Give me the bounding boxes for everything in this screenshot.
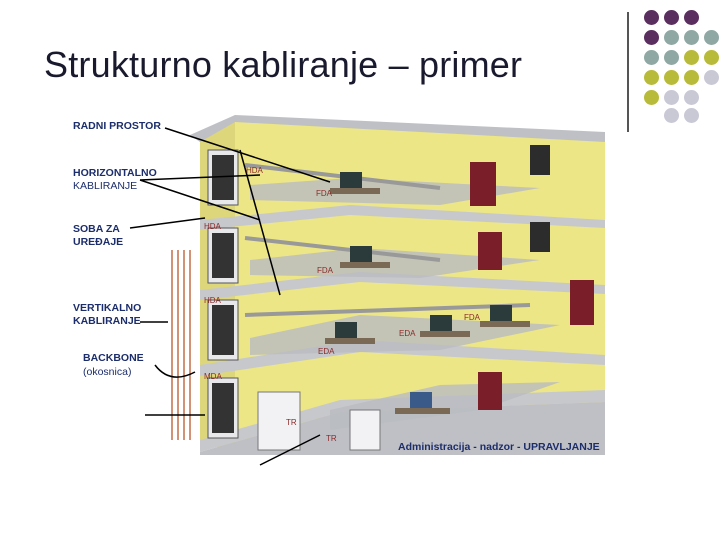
floor-slab-2 — [200, 272, 605, 300]
dot — [664, 90, 679, 105]
pointer-arrow — [239, 149, 281, 296]
dot — [684, 50, 699, 65]
door — [470, 162, 496, 206]
dot — [664, 30, 679, 45]
tag-hda: HDA — [246, 166, 263, 175]
dot — [644, 90, 659, 105]
decorative-dot-grid — [638, 8, 719, 123]
tag-eda: EDA — [318, 347, 335, 356]
window — [530, 222, 550, 252]
tag-fda: FDA — [317, 266, 333, 275]
dot — [664, 108, 679, 123]
tag-hda: HDA — [204, 296, 221, 305]
building-back-wall — [235, 120, 605, 455]
rack-cabinet — [212, 155, 234, 200]
dot — [684, 30, 699, 45]
floor-slab-3 — [200, 205, 605, 230]
cable-tray — [244, 303, 531, 317]
dot — [664, 70, 679, 85]
dot — [704, 50, 719, 65]
pointer-arrow — [129, 217, 206, 229]
pointer-arrow — [154, 364, 196, 378]
dot — [684, 108, 699, 123]
label-kabliranje-vertical: KABLIRANJE — [73, 315, 141, 327]
label-backbone: BACKBONE — [83, 352, 144, 364]
dot — [684, 10, 699, 25]
tag-eda: EDA — [399, 329, 416, 338]
dot — [644, 70, 659, 85]
building-roof — [190, 115, 605, 142]
dot — [644, 50, 659, 65]
telecom-room-cabinet — [257, 391, 301, 451]
workstation — [330, 172, 380, 194]
dot — [644, 10, 659, 25]
dot — [664, 50, 679, 65]
label-uredaje: UREĐAJE — [73, 236, 124, 248]
tag-fda: FDA — [316, 189, 332, 198]
pointer-arrow — [139, 179, 261, 221]
ground-floor — [200, 402, 605, 455]
label-radni-prostor: RADNI PROSTOR — [73, 120, 161, 132]
door — [478, 232, 502, 270]
workstation — [480, 305, 530, 327]
workstation — [395, 392, 450, 414]
tag-tr: TR — [326, 434, 337, 443]
floor-surface-3 — [250, 178, 540, 205]
pointer-arrow — [259, 434, 321, 466]
label-kabliranje-horizontal: KABLIRANJE — [73, 180, 138, 192]
workstation — [340, 246, 390, 268]
dot — [704, 30, 719, 45]
dot — [704, 70, 719, 85]
tag-fda: FDA — [464, 313, 480, 322]
dot — [684, 70, 699, 85]
label-okosnica: (okosnica) — [83, 366, 132, 378]
floor-surface-2 — [250, 248, 540, 278]
telecom-room-cabinet — [349, 409, 381, 451]
rack-cabinet — [212, 233, 234, 278]
slide-title: Strukturno kabliranje – primer — [44, 44, 523, 85]
label-soba-za: SOBA ZA — [73, 223, 120, 235]
floor-slab-1 — [200, 340, 605, 376]
door — [570, 280, 594, 325]
label-vertikalno: VERTIKALNO — [73, 302, 142, 314]
tag-hda: HDA — [204, 222, 221, 231]
pointer-arrow — [164, 127, 331, 183]
rack-cabinet — [212, 305, 234, 355]
workstation — [325, 322, 375, 344]
dot — [684, 90, 699, 105]
floor-surface-0 — [330, 382, 560, 430]
rack-cabinet — [212, 383, 234, 433]
tag-mda: MDA — [204, 372, 222, 381]
building-cabling-illustration — [129, 115, 605, 466]
label-administracija: Administracija - nadzor - UPRAVLJANJE — [398, 441, 600, 453]
window — [530, 145, 550, 175]
dot — [644, 30, 659, 45]
label-horizontalno: HORIZONTALNO — [73, 167, 157, 179]
dot — [664, 10, 679, 25]
cable-tray — [244, 236, 441, 262]
pointer-arrow — [139, 174, 261, 181]
title-divider — [627, 12, 629, 132]
door — [478, 372, 502, 410]
tag-tr: TR — [286, 418, 297, 427]
workstation — [420, 315, 470, 337]
floor-slab-0 — [200, 390, 605, 452]
